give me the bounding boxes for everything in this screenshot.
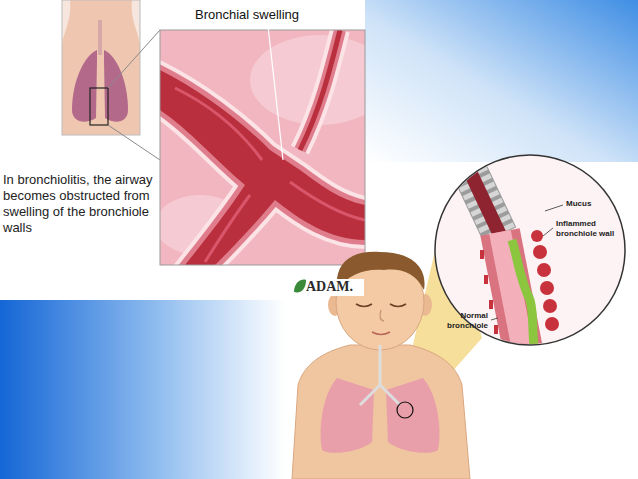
baby-figure-part (397, 402, 413, 418)
background-bands-part (0, 300, 285, 479)
baby-figure-part (390, 304, 406, 307)
torso-inset (62, 0, 140, 135)
adam-leaf-part (294, 280, 306, 293)
bronchiole-detail-part (455, 140, 500, 235)
caption: In bronchiolitis, the airway becomes obs… (3, 172, 157, 236)
magnified-circle (435, 155, 625, 345)
torso-inset-part (72, 50, 97, 122)
zoom-lines (108, 30, 160, 160)
airway-section-part (175, 88, 262, 160)
torso-inset-part (62, 0, 140, 135)
bronchiole-detail-part (455, 140, 500, 235)
airway-section-part (300, 30, 340, 150)
baby-figure-part (360, 345, 400, 405)
baby-figure-part (386, 378, 439, 453)
leader-lines-part (545, 205, 563, 211)
bronchiole-detail-part-part (494, 325, 498, 334)
baby-figure-part (372, 332, 390, 335)
airway-section-part (205, 195, 250, 262)
baby-figure-part (356, 304, 372, 307)
leader-lines (491, 205, 563, 320)
baby-figure-part (380, 310, 384, 321)
leader-lines-part (543, 228, 553, 236)
bronchiole-detail-part (531, 230, 559, 331)
bronchiole-detail-part-part (531, 230, 543, 242)
airway-section-part (300, 30, 340, 150)
torso-inset-part (98, 20, 102, 55)
airway-section-part (160, 70, 365, 265)
bronchiole-detail-part-part (543, 299, 557, 313)
leader-lines-part (491, 318, 498, 320)
inset-frame (62, 0, 140, 135)
bronchiole-detail-part (455, 140, 500, 235)
airway-section-part (160, 70, 365, 265)
section-frame (160, 30, 365, 265)
background-bands-part (365, 0, 638, 162)
bronchiole-detail-part (512, 240, 534, 345)
zoom-lines-part (108, 125, 160, 160)
bronchiole-detail-part-part (484, 275, 488, 284)
airway-section-part (300, 30, 340, 150)
part-label: Normal bronchiole (438, 311, 488, 330)
airway-section (160, 30, 365, 265)
bronchiole-detail-part-part (540, 281, 554, 295)
part-label: Bronchial swelling (195, 7, 335, 23)
airway-section-part (160, 70, 365, 265)
baby-figure-part (321, 378, 374, 453)
logo-text: ADAM. (306, 279, 364, 296)
bronchiole-detail-part-part (480, 250, 484, 259)
zoom-lines-part (108, 30, 160, 88)
bronchiole-detail-part-part (545, 317, 559, 331)
bronchiole-detail-part-part (533, 245, 547, 259)
torso-inset-part (62, 0, 140, 135)
torso-inset-part (90, 88, 108, 125)
part-label: Inflammed bronchiole wall (556, 219, 630, 238)
part-label: Mucus (566, 199, 606, 209)
bronchiole-detail-part-part (489, 300, 493, 309)
airway-section-part (290, 182, 365, 220)
circle-outline (435, 155, 625, 345)
bronchiole-detail-part-part (537, 263, 551, 277)
leader-line (268, 26, 283, 160)
adam-leaf (294, 280, 306, 293)
baby-figure-part (292, 345, 470, 479)
